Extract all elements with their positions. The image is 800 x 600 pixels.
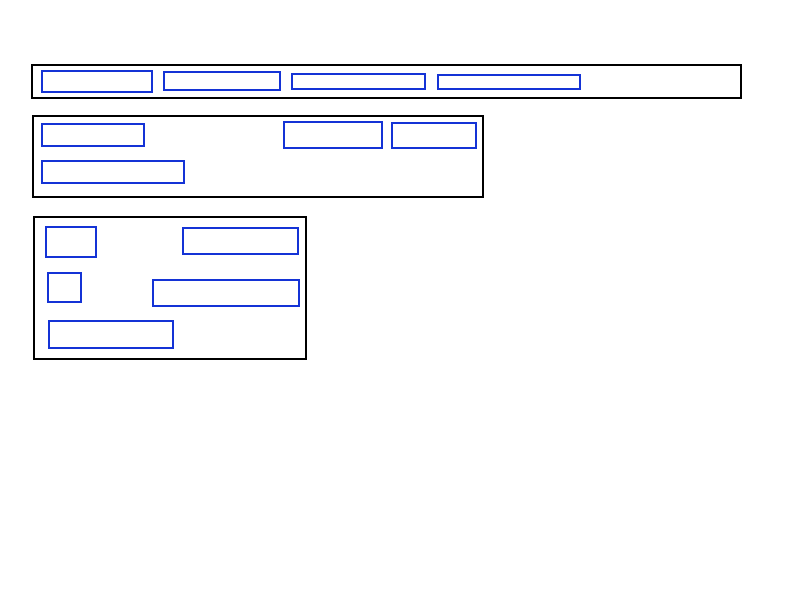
form-field-1[interactable] <box>41 123 145 147</box>
form-button-2[interactable] <box>391 122 477 149</box>
options-item-2[interactable] <box>47 272 82 303</box>
options-panel <box>33 216 307 360</box>
options-item-1[interactable] <box>45 226 97 258</box>
form-field-2[interactable] <box>41 160 185 184</box>
toolbar-item-1[interactable] <box>41 70 153 93</box>
toolbar-item-4[interactable] <box>437 74 581 90</box>
form-button-1[interactable] <box>283 121 383 149</box>
options-field-3[interactable] <box>48 320 174 349</box>
options-field-2[interactable] <box>152 279 300 307</box>
toolbar-item-2[interactable] <box>163 71 281 91</box>
form-panel <box>32 115 484 198</box>
options-field-1[interactable] <box>182 227 299 255</box>
top-toolbar-panel <box>31 64 742 99</box>
toolbar-item-3[interactable] <box>291 73 426 90</box>
